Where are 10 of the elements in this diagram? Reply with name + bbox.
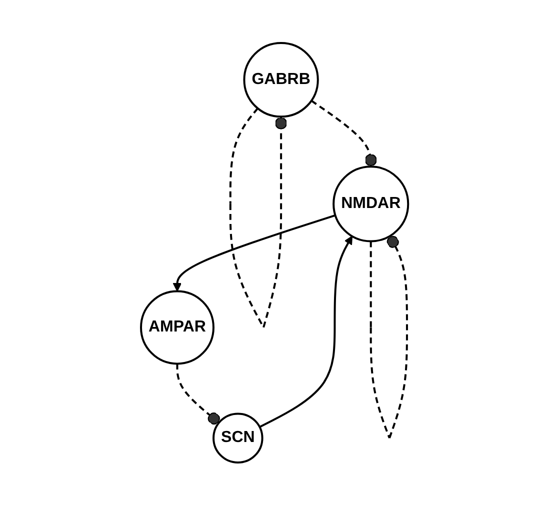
- arrow: [260, 236, 353, 428]
- node-circle: NMDAR: [333, 166, 410, 242]
- arrow: [173, 214, 336, 292]
- connector: [311, 100, 378, 167]
- connector: [370, 236, 408, 439]
- connector: [176, 364, 220, 425]
- node-circle: SCN: [212, 412, 264, 464]
- node-circle: GABRB: [244, 42, 320, 118]
- node-circle: AMPAR: [140, 290, 215, 365]
- connector: [230, 108, 288, 328]
